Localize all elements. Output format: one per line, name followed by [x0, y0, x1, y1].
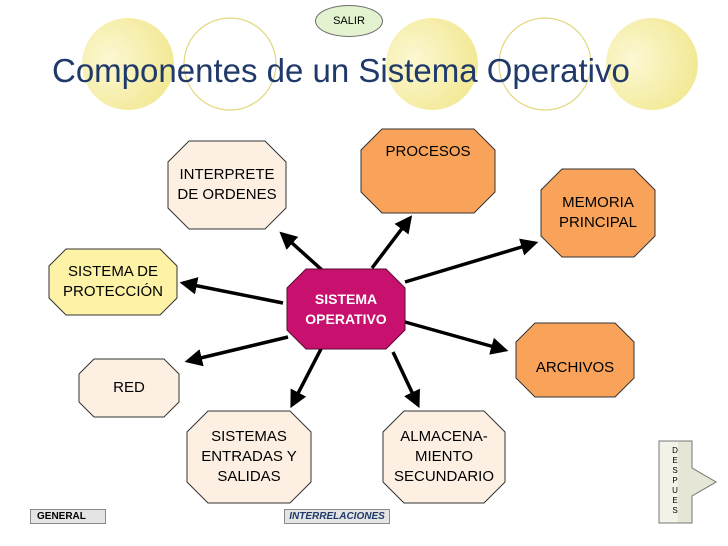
right-arrow-icon: [658, 440, 717, 524]
background-circles: [82, 17, 698, 111]
node-red[interactable]: RED: [78, 358, 180, 418]
node-label: SISTEMAS ENTRADAS Y SALIDAS: [201, 428, 297, 485]
despues-letter: E: [672, 496, 678, 505]
despues-letters: D E S P U E S: [668, 446, 682, 516]
interrelaciones-button[interactable]: INTERRELACIONES: [284, 509, 390, 524]
node-label: INTERPRETE DE ORDENES: [177, 166, 277, 203]
node-archivos[interactable]: ARCHIVOS: [515, 322, 635, 398]
despues-letter: S: [672, 506, 678, 515]
node-label: SISTEMA DE PROTECCIÓN: [62, 263, 163, 300]
arrow-to-proteccion: [179, 277, 284, 305]
arrow-to-memoria: [404, 238, 539, 284]
node-label: ARCHIVOS: [535, 359, 615, 376]
despues-letter: E: [672, 456, 678, 465]
bg-circle: [606, 18, 698, 110]
general-button[interactable]: GENERAL: [30, 509, 106, 524]
node-procesos[interactable]: PROCESOS: [360, 128, 496, 214]
node-memoria[interactable]: MEMORIA PRINCIPAL: [540, 168, 656, 258]
node-proteccion[interactable]: SISTEMA DE PROTECCIÓN: [48, 248, 178, 316]
node-label: MEMORIA PRINCIPAL: [558, 194, 638, 231]
node-interprete[interactable]: INTERPRETE DE ORDENES: [167, 140, 287, 230]
despues-letter: P: [672, 476, 678, 485]
arrow-to-archivos: [404, 320, 509, 355]
node-entradas-salidas[interactable]: SISTEMAS ENTRADAS Y SALIDAS: [186, 410, 312, 504]
despues-letter: D: [672, 446, 678, 455]
bg-circle: [183, 17, 277, 111]
node-label: SISTEMA OPERATIVO: [305, 291, 387, 327]
node-sistema-operativo[interactable]: SISTEMA OPERATIVO: [286, 268, 406, 350]
arrow-to-red: [184, 335, 289, 367]
bg-circle: [498, 17, 592, 111]
arrow-to-procesos: [370, 215, 413, 270]
bg-circle: [82, 18, 174, 110]
salir-button[interactable]: SALIR: [315, 5, 383, 37]
arrow-to-entradas-salidas: [290, 346, 324, 409]
arrow-to-interprete: [279, 231, 324, 272]
despues-letter: S: [672, 466, 678, 475]
node-label: RED: [113, 379, 145, 396]
node-label: PROCESOS: [385, 143, 471, 160]
node-almacenamiento[interactable]: ALMACENA- MIENTO SECUNDARIO: [382, 410, 506, 504]
node-label: ALMACENA- MIENTO SECUNDARIO: [393, 428, 494, 485]
bg-circle: [386, 18, 478, 110]
despues-button[interactable]: D E S P U E S: [658, 440, 718, 524]
despues-letter: U: [672, 486, 678, 495]
page-title: Componentes de un Sistema Operativo: [52, 52, 630, 89]
arrow-to-almacenamiento: [391, 351, 420, 409]
